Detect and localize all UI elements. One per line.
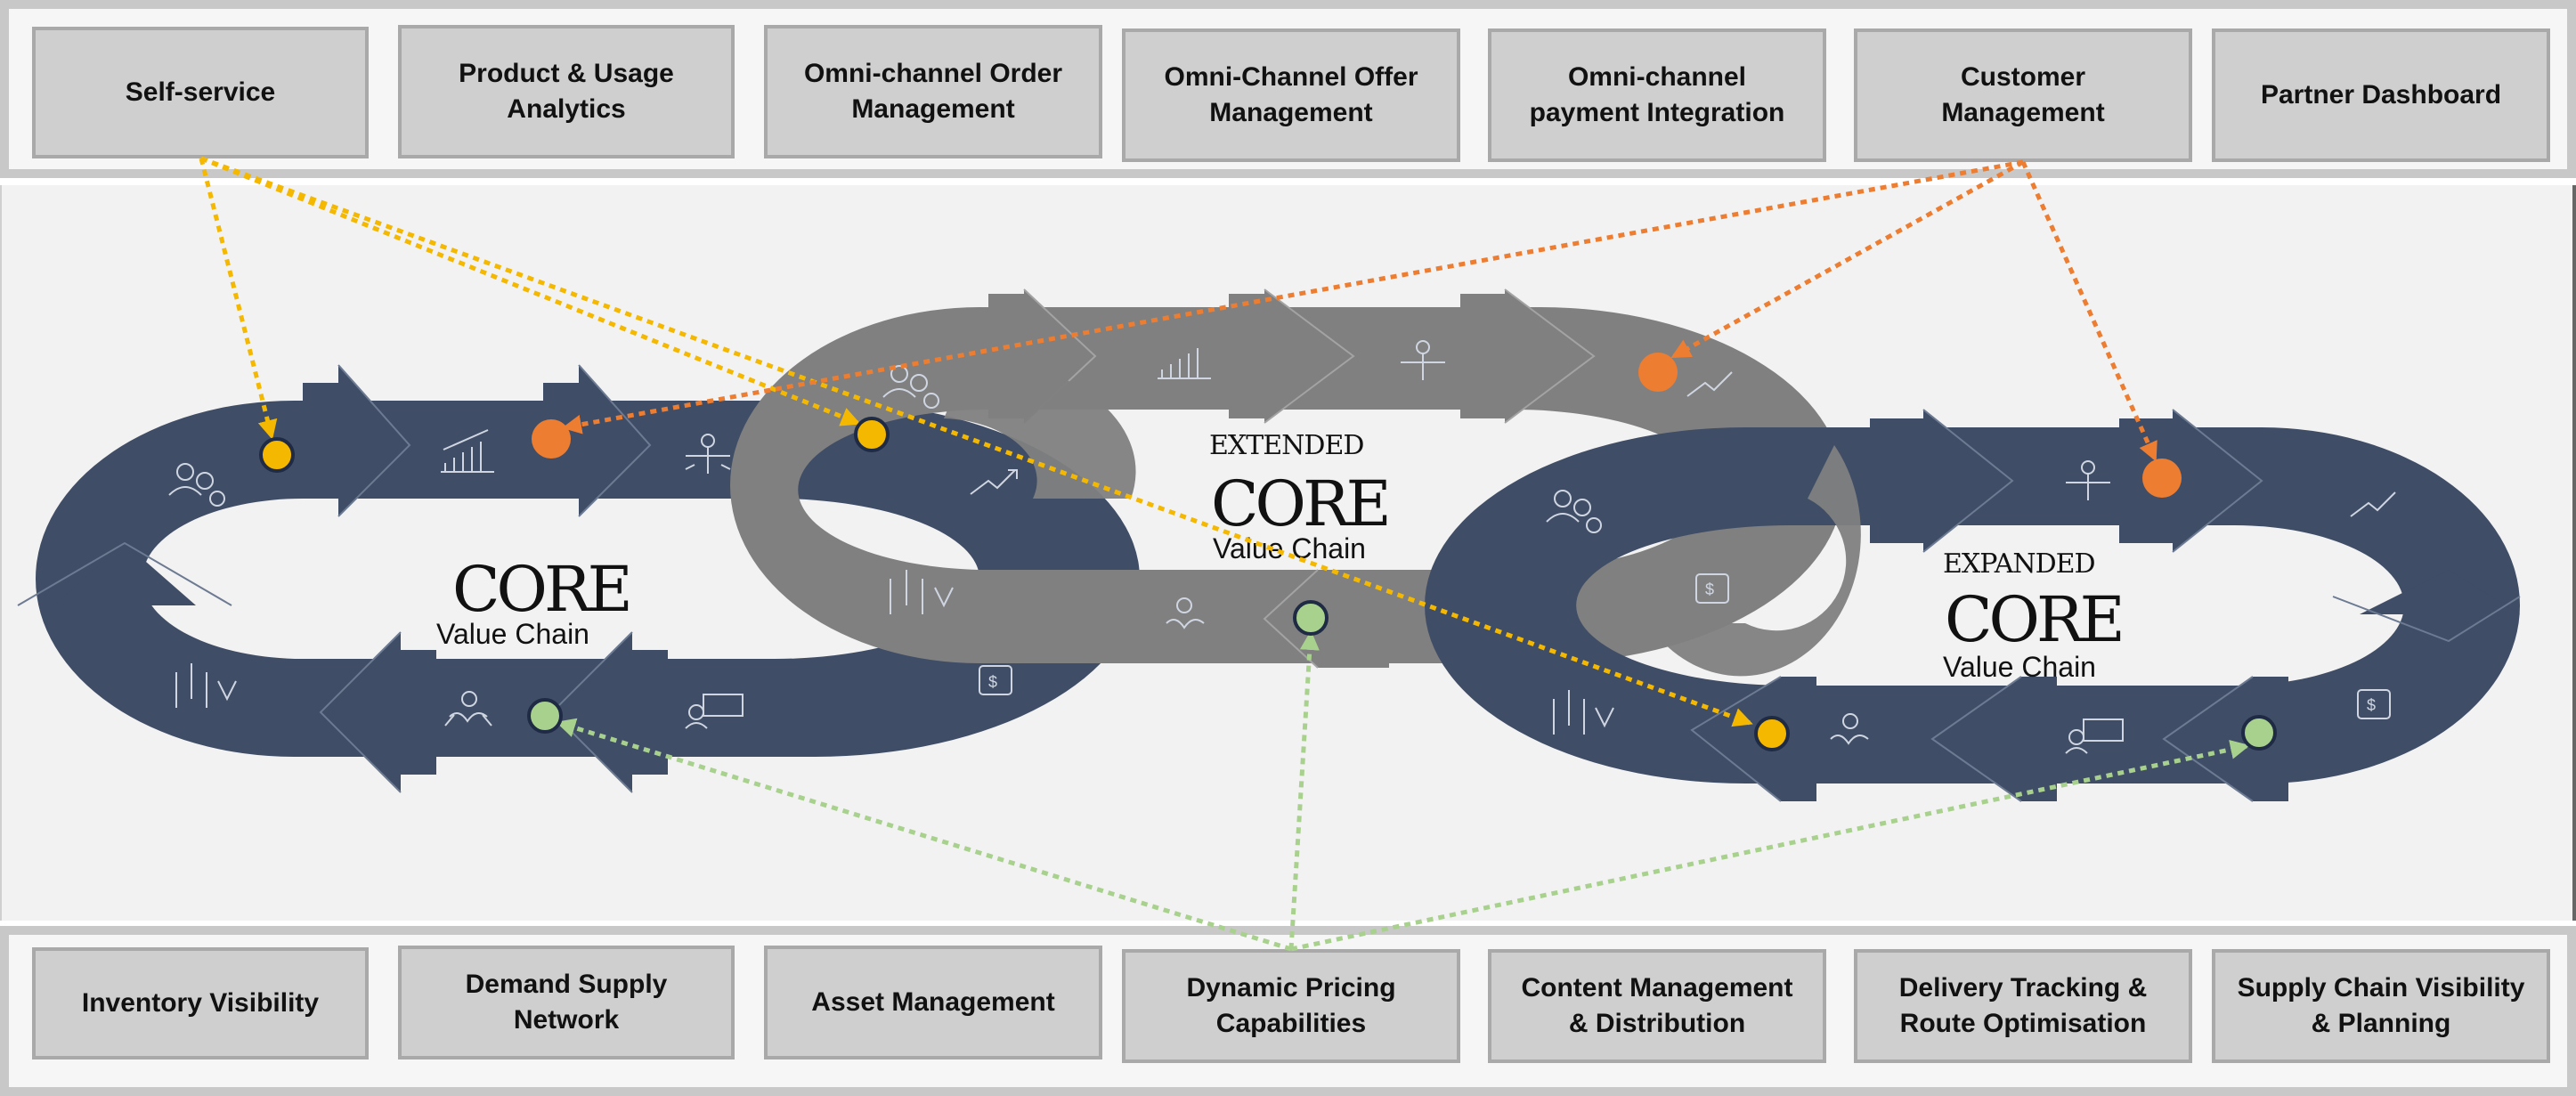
yellow-marker [1754,716,1790,751]
extended-prefix: EXTENDED [1209,430,1363,461]
core-arrow [321,632,436,792]
capability-omni-channel-order-management[interactable]: Omni-channel Order Management [764,25,1102,158]
connector-pricing-core [556,718,1292,952]
capability-partner-dashboard[interactable]: Partner Dashboard [2212,28,2550,162]
green-connectors [556,630,2250,952]
capability-content-management[interactable]: Content Management & Distribution [1488,949,1826,1063]
yellow-connectors [199,156,1753,727]
svg-text:$: $ [2367,696,2376,714]
candlestick-icon [175,663,237,708]
connector-self-service-extended [200,156,861,426]
presenter-dollar-icon [685,694,744,729]
svg-text:$: $ [988,673,997,691]
capability-demand-supply-network[interactable]: Demand Supply Network [398,946,735,1059]
yellow-marker [259,437,295,473]
capability-omni-channel-offer-management[interactable]: Omni-Channel Offer Management [1122,28,1460,162]
presenter-dollar-icon [2065,718,2124,754]
green-marker [1293,600,1329,636]
handshake-icon [444,691,492,727]
core-arrow [552,632,668,792]
dollar-exchange-icon: $ [1695,573,1729,604]
connector-pricing-expanded [1290,739,2250,952]
dollar-exchange-icon: $ [2357,689,2391,719]
svg-text:$: $ [1705,580,1714,598]
expanded-subtitle: Value Chain [1943,651,2096,683]
expanded-title: CORE [1945,583,2122,656]
capability-self-service[interactable]: Self-service [32,27,369,158]
extended-title: CORE [1211,467,1388,540]
balance-person-icon [2066,460,2110,500]
connector-pricing-extended [1288,630,1320,950]
connector-self-service-expanded [200,156,1753,727]
growth-chart-icon [441,429,494,473]
capability-asset-management[interactable]: Asset Management [764,946,1102,1059]
capability-product-usage-analytics[interactable]: Product & Usage Analytics [398,25,735,158]
core-arrow [303,365,410,516]
connector-self-service-core [199,158,278,440]
handshake-icon [1166,597,1205,629]
capability-dynamic-pricing[interactable]: Dynamic Pricing Capabilities [1122,949,1460,1063]
trend-up-icon [970,469,1018,495]
balance-person-icon [1401,340,1445,380]
orange-marker [1638,353,1678,392]
capability-omni-channel-payment-integration[interactable]: Omni-channel payment Integration [1488,28,1826,162]
trend-up-icon [1686,371,1733,397]
candlestick-icon [890,570,954,614]
connector-customer-core [562,159,2024,434]
core-subtitle: Value Chain [436,618,589,650]
connector-customer-extended [1670,159,2025,359]
orange-marker [532,419,571,459]
growth-chart-icon [1158,348,1211,379]
customers-icon [1546,490,1602,533]
handshake-icon [1830,713,1869,745]
trend-up-icon [2350,491,2396,517]
core-arrow [543,365,650,516]
chain-icons: $ $ $ [168,340,2396,754]
core-title: CORE [452,553,630,626]
capability-delivery-tracking[interactable]: Delivery Tracking & Route Optimisation [1854,949,2192,1063]
customers-icon [168,463,225,507]
connector-customer-expanded [2020,160,2158,462]
core-chain [17,364,1140,793]
chain-markers [259,353,2277,751]
orange-marker [2142,459,2182,498]
customers-icon [882,365,939,409]
capability-inventory-visibility[interactable]: Inventory Visibility [32,947,369,1059]
expanded-prefix: EXPANDED [1943,548,2095,580]
green-marker [527,698,563,734]
balance-person-icon [685,434,731,474]
yellow-marker [854,417,890,452]
dollar-exchange-icon: $ [979,665,1012,695]
green-marker [2241,715,2277,751]
capability-customer-management[interactable]: Customer Management [1854,28,2192,162]
capability-supply-chain-visibility[interactable]: Supply Chain Visibility & Planning [2212,949,2550,1063]
orange-connectors [562,159,2158,462]
candlestick-icon [1553,690,1614,735]
